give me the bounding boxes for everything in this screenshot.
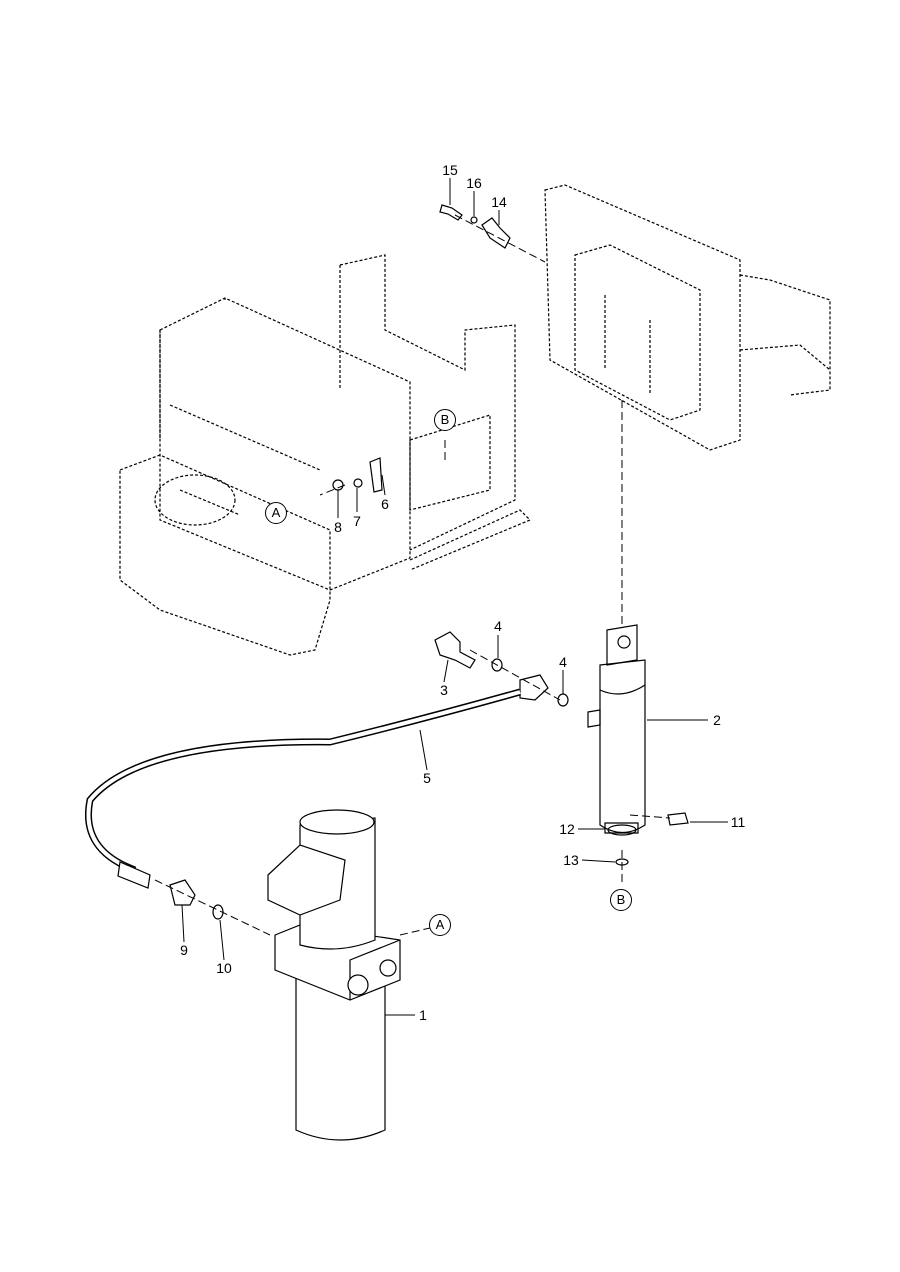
leader-lines bbox=[154, 214, 671, 936]
callout-4-lower: 4 bbox=[559, 654, 567, 670]
callout-2: 2 bbox=[713, 712, 721, 728]
reference-a-top: A bbox=[265, 502, 287, 524]
fittings bbox=[169, 631, 569, 920]
callout-5: 5 bbox=[423, 770, 431, 786]
callout-12: 12 bbox=[559, 821, 575, 837]
chassis-frame bbox=[119, 254, 532, 656]
callout-14: 14 bbox=[491, 194, 507, 210]
power-unit bbox=[267, 809, 401, 1141]
reference-a-bottom: A bbox=[429, 914, 451, 936]
lift-cylinder bbox=[587, 624, 689, 866]
callout-6: 6 bbox=[381, 496, 389, 512]
callout-4-upper: 4 bbox=[494, 618, 502, 634]
callout-3: 3 bbox=[440, 682, 448, 698]
callout-7: 7 bbox=[353, 513, 361, 529]
mast-frame bbox=[544, 184, 831, 451]
callout-15: 15 bbox=[442, 162, 458, 178]
callout-10: 10 bbox=[216, 960, 232, 976]
reference-b-top: B bbox=[434, 409, 456, 431]
reference-b-bottom: B bbox=[610, 889, 632, 911]
callout-16: 16 bbox=[466, 175, 482, 191]
callout-1: 1 bbox=[419, 1007, 427, 1023]
callout-13: 13 bbox=[563, 852, 579, 868]
callout-leaders bbox=[181, 178, 728, 1016]
callout-11: 11 bbox=[730, 814, 746, 830]
callout-9: 9 bbox=[180, 942, 188, 958]
callout-8: 8 bbox=[334, 519, 342, 535]
pin-hardware bbox=[332, 204, 511, 493]
